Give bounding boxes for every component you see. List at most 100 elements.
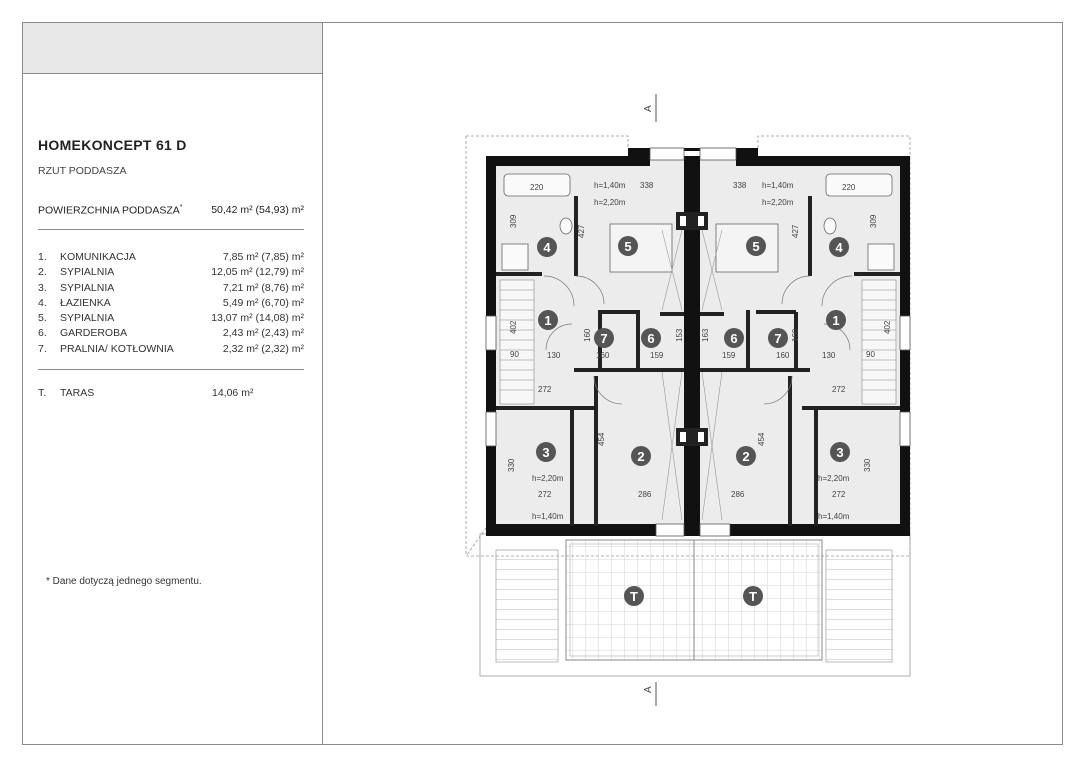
svg-text:160: 160 [583, 328, 592, 342]
room-badge-3-right: 3 [830, 442, 850, 462]
svg-text:h=2,20m: h=2,20m [818, 474, 850, 483]
room-name: PRALNIA/ KOTŁOWNIA [60, 342, 174, 355]
svg-text:286: 286 [731, 490, 745, 499]
room-number: 7. [38, 342, 47, 355]
svg-text:153: 153 [675, 328, 684, 342]
svg-text:90: 90 [510, 350, 519, 359]
room-area: 5,49 m² (6,70) m² [222, 296, 304, 309]
room-area: 12,05 m² (12,79) m² [211, 266, 304, 279]
svg-text:h=1,40m: h=1,40m [762, 181, 794, 190]
svg-text:272: 272 [832, 490, 846, 499]
room-name: GARDEROBA [60, 327, 128, 340]
wall-north-left [486, 156, 628, 166]
utility-blocks [676, 212, 708, 446]
svg-text:286: 286 [638, 490, 652, 499]
total-area-label: POWIERZCHNIA PODDASZA [38, 204, 180, 217]
svg-text:427: 427 [577, 224, 586, 238]
header-band [23, 23, 322, 74]
room-badge-6-left: 6 [641, 328, 661, 348]
svg-text:6: 6 [730, 331, 737, 346]
bathroom-fixtures [501, 173, 895, 271]
room-badge-4-left: 4 [537, 237, 557, 257]
terrace-name: TARAS [60, 387, 95, 399]
svg-text:5: 5 [624, 239, 631, 254]
room-badge-5-right: 5 [746, 236, 766, 256]
room-badge-5-left: 5 [618, 236, 638, 256]
room-area: 7,85 m² (7,85) m² [222, 251, 304, 263]
svg-text:h=2,20m: h=2,20m [594, 198, 626, 207]
project-title: HOMEKONCEPT 61 D [38, 137, 187, 153]
svg-text:3: 3 [836, 445, 843, 460]
svg-text:h=1,40m: h=1,40m [818, 512, 850, 521]
svg-text:272: 272 [538, 490, 552, 499]
svg-text:338: 338 [733, 181, 747, 190]
svg-text:309: 309 [869, 214, 878, 228]
svg-text:90: 90 [866, 350, 875, 359]
svg-text:h=1,40m: h=1,40m [594, 181, 626, 190]
wall-south-right [730, 524, 910, 536]
svg-text:454: 454 [597, 432, 606, 446]
terrace-number: T. [38, 387, 47, 399]
room-name: KOMUNIKACJA [60, 251, 136, 263]
room-number: 2. [38, 266, 47, 279]
staircase-right [861, 279, 897, 405]
svg-text:2: 2 [742, 449, 749, 464]
svg-text:402: 402 [883, 320, 892, 334]
svg-text:5: 5 [752, 239, 759, 254]
room-area: 2,43 m² (2,43) m² [222, 327, 304, 340]
svg-text:220: 220 [530, 183, 544, 192]
svg-text:272: 272 [538, 385, 552, 394]
svg-text:h=2,20m: h=2,20m [762, 198, 794, 207]
svg-text:159: 159 [722, 351, 736, 360]
room-badge-7-right: 7 [768, 328, 788, 348]
svg-text:1: 1 [544, 313, 551, 328]
svg-text:130: 130 [547, 351, 561, 360]
staircase-left [499, 279, 535, 405]
page-frame [22, 22, 1063, 745]
total-area-row: POWIERZCHNIA PODDASZA* 50,42 m² (54,93) … [38, 204, 304, 217]
room-badge-t-right: T [743, 586, 763, 606]
room-number: 6. [38, 327, 47, 340]
svg-text:T: T [630, 589, 638, 604]
svg-text:7: 7 [774, 331, 781, 346]
room-badge-1-left: 1 [538, 310, 558, 330]
svg-text:1: 1 [832, 313, 839, 328]
svg-text:402: 402 [509, 320, 518, 334]
room-badge-1-right: 1 [826, 310, 846, 330]
room-badge-t-left: T [624, 586, 644, 606]
rule-bottom [38, 369, 304, 370]
panel-divider [322, 22, 323, 745]
footnote: * Dane dotyczą jednego segmentu. [46, 576, 202, 587]
total-area-marker: * [179, 204, 183, 211]
svg-text:330: 330 [507, 458, 516, 472]
svg-text:160: 160 [776, 351, 790, 360]
svg-text:220: 220 [842, 183, 856, 192]
svg-text:160: 160 [791, 328, 800, 342]
svg-text:160: 160 [596, 351, 610, 360]
svg-text:3: 3 [542, 445, 549, 460]
svg-text:2: 2 [637, 449, 644, 464]
room-number: 5. [38, 312, 47, 325]
room-badges: 4 4 5 5 1 1 7 7 6 6 3 3 2 2 T T [536, 236, 850, 606]
svg-text:h=1,40m: h=1,40m [532, 512, 564, 521]
room-badge-6-right: 6 [724, 328, 744, 348]
dimension-labels: 220 220 h=1,40m h=1,40m h=2,20m h=2,20m … [507, 181, 892, 521]
svg-text:309: 309 [509, 214, 518, 228]
svg-text:130: 130 [822, 351, 836, 360]
room-name: ŁAZIENKA [60, 296, 111, 309]
svg-text:338: 338 [640, 181, 654, 190]
svg-text:6: 6 [647, 331, 654, 346]
room-badge-2-left: 2 [631, 446, 651, 466]
interior-walls-right [700, 196, 900, 526]
roof-window-left [649, 147, 685, 161]
room-area: 13,07 m² (14,08) m² [211, 312, 304, 325]
svg-text:427: 427 [791, 224, 800, 238]
room-badge-7-left: 7 [594, 328, 614, 348]
room-badge-3-left: 3 [536, 442, 556, 462]
section-mark-bottom: A [643, 686, 654, 693]
